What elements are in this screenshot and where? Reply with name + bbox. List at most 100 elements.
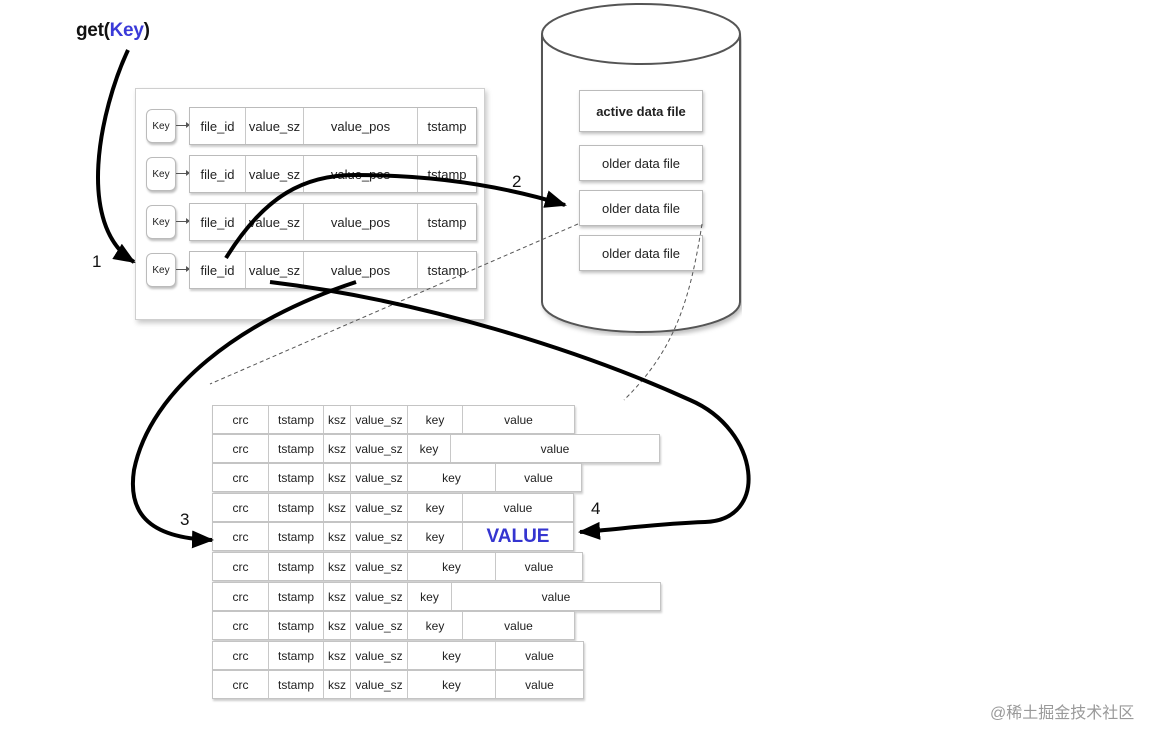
- ksz-field: ksz: [324, 523, 351, 550]
- crc-field: crc: [213, 406, 269, 433]
- keydir-panel: Key file_id value_sz value_pos tstamp Ke…: [135, 88, 485, 320]
- key-field: key: [408, 553, 496, 580]
- ksz-field: ksz: [324, 553, 351, 580]
- ksz-field: ksz: [324, 464, 351, 491]
- tstamp-field: tstamp: [269, 435, 324, 462]
- ksz-field: ksz: [324, 642, 351, 669]
- older-data-file: older data file: [579, 145, 703, 181]
- value-pos-field: value_pos: [304, 108, 418, 144]
- file-id-field: file_id: [190, 108, 246, 144]
- value-sz-field: value_sz: [246, 108, 304, 144]
- keydir-row-selected: Key file_id value_sz value_pos tstamp: [146, 251, 477, 289]
- value-field: value: [524, 470, 553, 485]
- value-pos-field: value_pos: [304, 204, 418, 240]
- entry-row: crc tstamp ksz value_sz key value: [212, 552, 583, 581]
- found-value-field: VALUE: [486, 525, 550, 547]
- tstamp-field: tstamp: [427, 118, 467, 134]
- ksz-field: ksz: [324, 583, 351, 610]
- value-sz-field: value_sz: [351, 494, 408, 521]
- value-sz-field: value_sz: [351, 671, 408, 698]
- value-field: value: [503, 500, 533, 515]
- value-pos-field: value_pos: [304, 156, 418, 192]
- pointer-arrow-icon: [176, 122, 190, 128]
- pointer-arrow-icon: [176, 266, 190, 272]
- file-id-field: file_id: [190, 252, 246, 288]
- key-field: key: [408, 435, 451, 462]
- value-field: value: [504, 618, 533, 633]
- entry-row: crc tstamp ksz value_sz key value: [212, 434, 660, 463]
- keydir-key: Key: [146, 205, 176, 239]
- ksz-field: ksz: [324, 671, 351, 698]
- key-field: key: [408, 523, 463, 550]
- value-sz-field: value_sz: [351, 553, 408, 580]
- entry-row: crc tstamp ksz value_sz key value: [212, 582, 661, 611]
- tstamp-field: tstamp: [269, 494, 324, 521]
- crc-field: crc: [213, 642, 269, 669]
- tstamp-field: tstamp: [269, 642, 324, 669]
- key-field: key: [408, 612, 463, 639]
- get-key-argument: Key: [109, 20, 144, 41]
- keydir-key: Key: [146, 109, 176, 143]
- active-data-file: active data file: [579, 90, 703, 132]
- file-id-field: file_id: [190, 204, 246, 240]
- value-sz-field: value_sz: [351, 406, 408, 433]
- keydir-key: Key: [146, 253, 176, 287]
- entry-row: crc tstamp ksz value_sz key value: [212, 670, 584, 699]
- ksz-field: ksz: [324, 494, 351, 521]
- value-field: value: [504, 412, 533, 427]
- tstamp-field: tstamp: [427, 262, 467, 278]
- entry-row: crc tstamp ksz value_sz key value: [212, 641, 584, 670]
- value-field: value: [525, 677, 554, 692]
- keydir-key: Key: [146, 157, 176, 191]
- crc-field: crc: [213, 523, 269, 550]
- key-field: key: [408, 671, 496, 698]
- entry-row: crc tstamp ksz value_sz key value: [212, 463, 582, 492]
- value-sz-field: value_sz: [351, 612, 408, 639]
- crc-field: crc: [213, 583, 269, 610]
- value-sz-field: value_sz: [351, 642, 408, 669]
- tstamp-field: tstamp: [269, 406, 324, 433]
- entry-row: crc tstamp ksz value_sz key value: [212, 405, 575, 434]
- crc-field: crc: [213, 612, 269, 639]
- value-sz-field: value_sz: [246, 252, 304, 288]
- entry-row: crc tstamp ksz value_sz key value: [212, 611, 575, 640]
- keydir-row: Key file_id value_sz value_pos tstamp: [146, 107, 477, 145]
- entry-row: crc tstamp ksz value_sz key value: [212, 493, 574, 522]
- ksz-field: ksz: [324, 612, 351, 639]
- value-pos-field: value_pos: [304, 252, 418, 288]
- value-sz-field: value_sz: [246, 156, 304, 192]
- keydir-entry: file_id value_sz value_pos tstamp: [189, 203, 477, 241]
- crc-field: crc: [213, 494, 269, 521]
- older-data-file-target: older data file: [579, 190, 703, 226]
- key-field: key: [408, 642, 496, 669]
- tstamp-field: tstamp: [427, 166, 467, 182]
- keydir-entry: file_id value_sz value_pos tstamp: [189, 251, 477, 289]
- keydir-entry: file_id value_sz value_pos tstamp: [189, 107, 477, 145]
- entry-row-target: crc tstamp ksz value_sz key VALUE: [212, 522, 574, 551]
- crc-field: crc: [213, 464, 269, 491]
- ksz-field: ksz: [324, 435, 351, 462]
- value-sz-field: value_sz: [351, 583, 408, 610]
- file-id-field: file_id: [190, 156, 246, 192]
- value-field: value: [524, 559, 554, 574]
- crc-field: crc: [213, 553, 269, 580]
- key-field: key: [408, 583, 452, 610]
- tstamp-field: tstamp: [269, 671, 324, 698]
- tstamp-field: tstamp: [269, 553, 324, 580]
- get-key-call-label: get(Key): [76, 20, 150, 41]
- value-field: value: [525, 648, 554, 663]
- crc-field: crc: [213, 435, 269, 462]
- tstamp-field: tstamp: [269, 523, 324, 550]
- crc-field: crc: [213, 671, 269, 698]
- step-3-label: 3: [180, 510, 190, 529]
- keydir-entry: file_id value_sz value_pos tstamp: [189, 155, 477, 193]
- value-field: value: [540, 441, 570, 456]
- step-1-arrow: [96, 49, 136, 264]
- watermark: @稀土掘金技术社区: [990, 705, 1135, 722]
- keydir-row: Key file_id value_sz value_pos tstamp: [146, 203, 477, 241]
- key-field: key: [408, 406, 463, 433]
- pointer-arrow-icon: [176, 170, 190, 176]
- older-data-file: older data file: [579, 235, 703, 271]
- step-2-label: 2: [512, 172, 522, 191]
- step-4-label: 4: [591, 499, 601, 518]
